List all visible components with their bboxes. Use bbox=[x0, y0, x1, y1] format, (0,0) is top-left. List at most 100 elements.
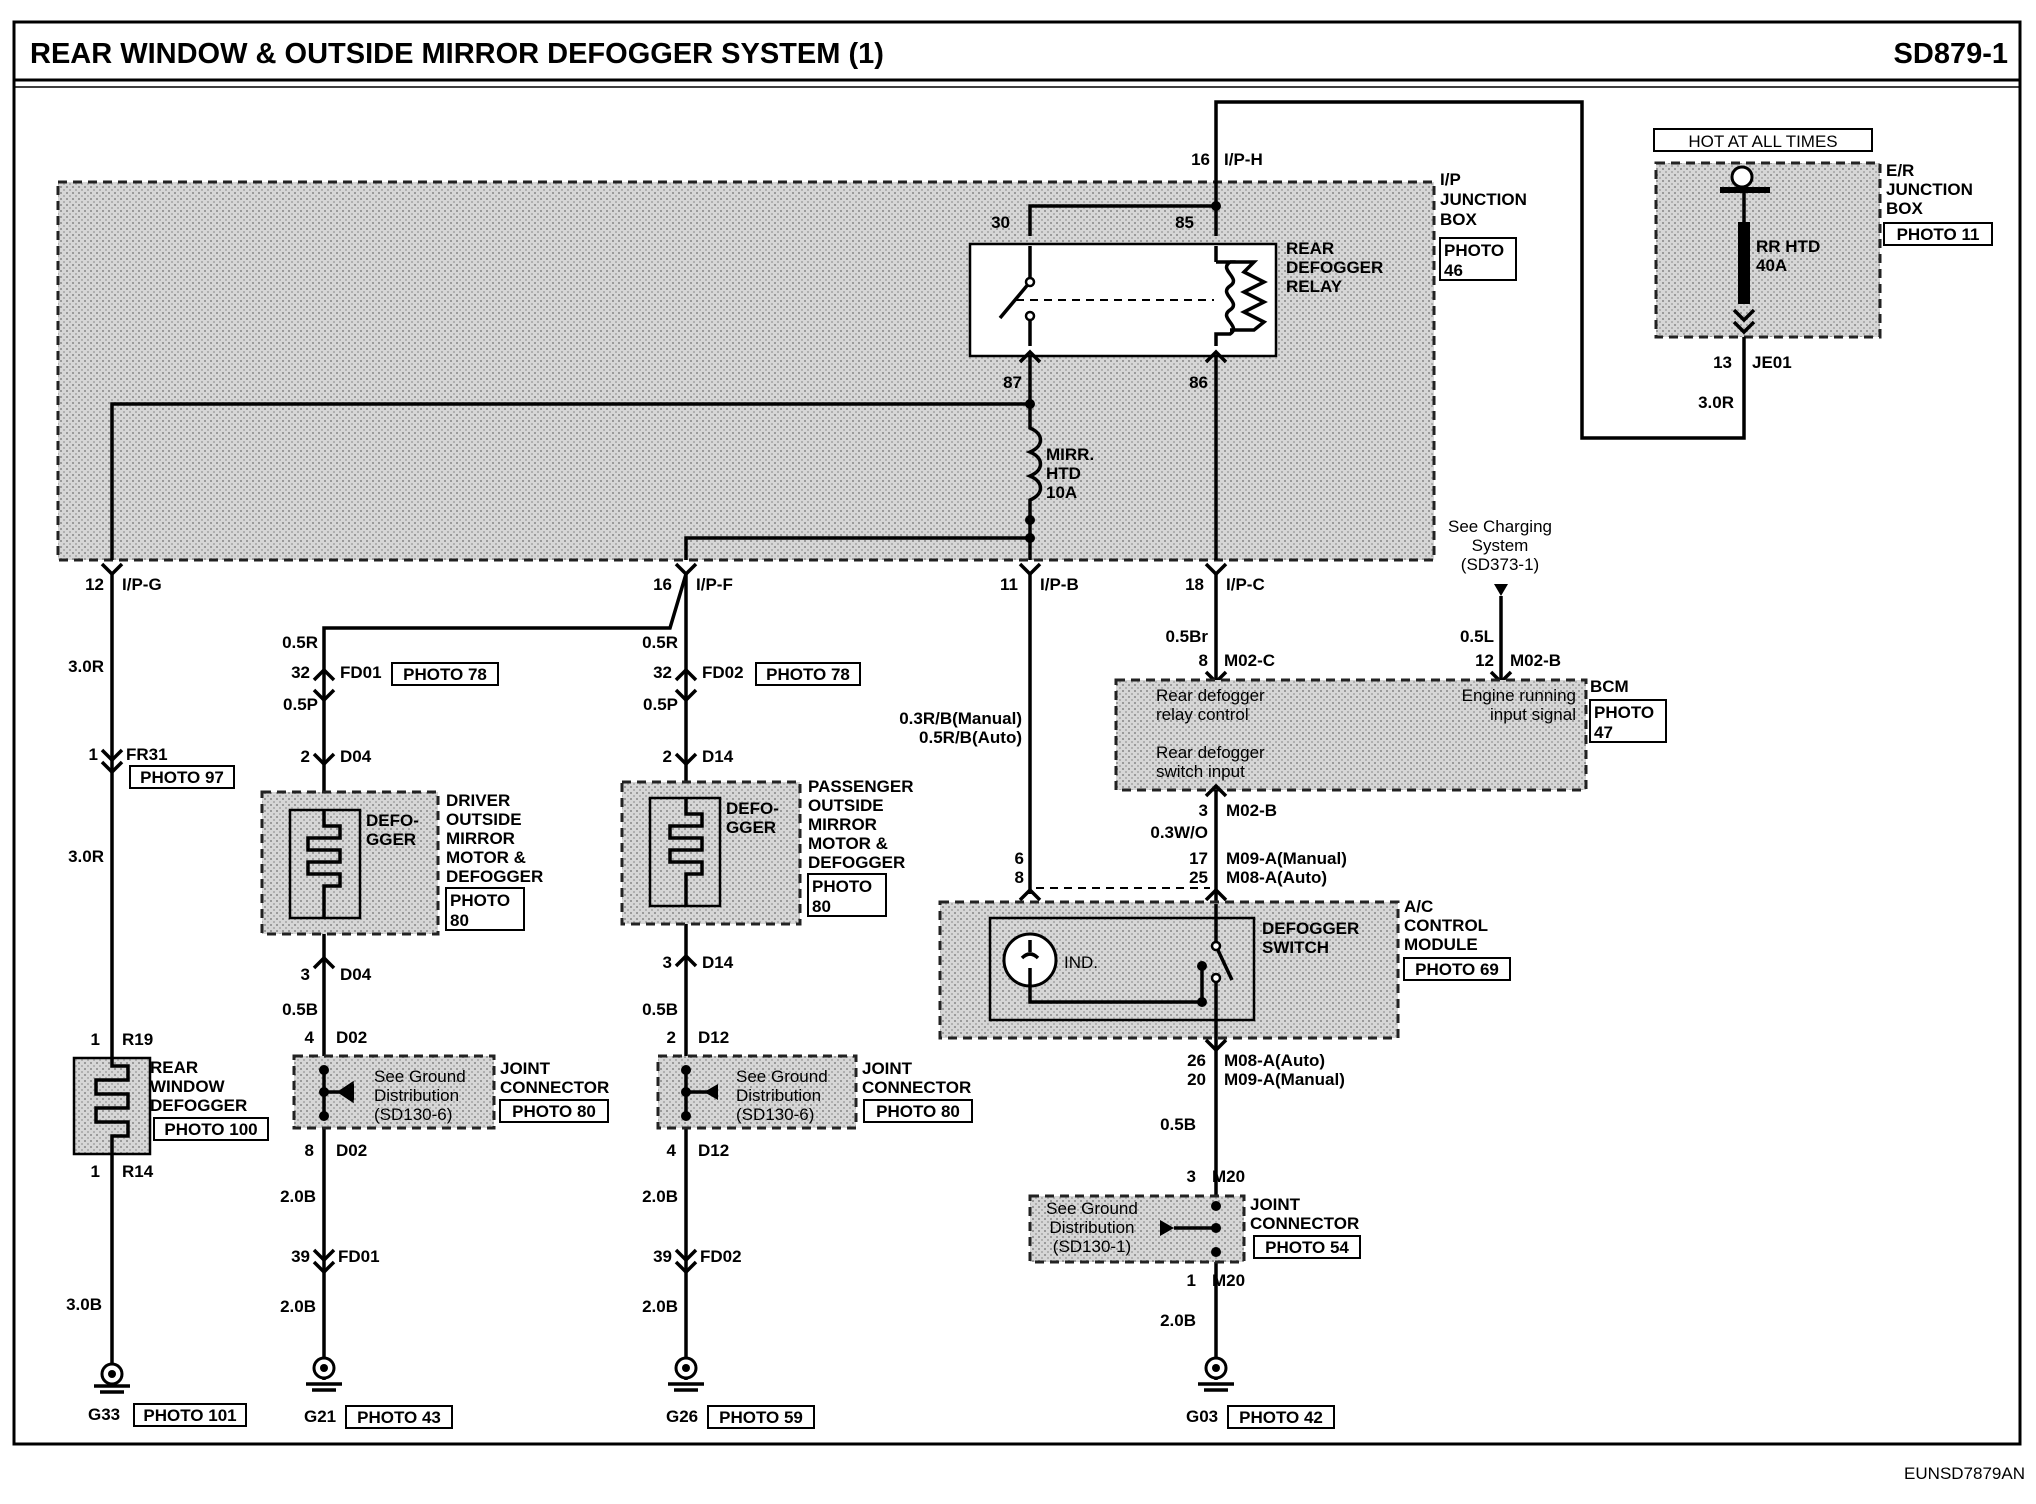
svg-text:39: 39 bbox=[291, 1247, 310, 1266]
svg-text:FR31: FR31 bbox=[126, 745, 168, 764]
svg-text:4: 4 bbox=[305, 1028, 315, 1047]
svg-text:See Charging: See Charging bbox=[1448, 517, 1552, 536]
rr-htd-fuse bbox=[1738, 222, 1750, 304]
svg-text:2: 2 bbox=[301, 747, 310, 766]
svg-text:0.3R/B(Manual): 0.3R/B(Manual) bbox=[899, 709, 1022, 728]
svg-text:MODULE: MODULE bbox=[1404, 935, 1478, 954]
svg-text:DEFOGGER: DEFOGGER bbox=[150, 1096, 247, 1115]
svg-text:3.0B: 3.0B bbox=[66, 1295, 102, 1314]
svg-text:(SD130-1): (SD130-1) bbox=[1053, 1237, 1131, 1256]
svg-text:PHOTO 97: PHOTO 97 bbox=[140, 768, 224, 787]
hot-at-all-times: HOT AT ALL TIMES bbox=[1688, 132, 1837, 151]
svg-text:D02: D02 bbox=[336, 1141, 367, 1160]
svg-text:0.5Br: 0.5Br bbox=[1165, 627, 1208, 646]
svg-text:I/P-B: I/P-B bbox=[1040, 575, 1079, 594]
svg-text:PHOTO: PHOTO bbox=[1594, 703, 1654, 722]
bcm-module bbox=[1114, 678, 1588, 792]
svg-text:I/P-H: I/P-H bbox=[1224, 150, 1263, 169]
svg-text:30: 30 bbox=[991, 213, 1010, 232]
svg-text:(SD373-1): (SD373-1) bbox=[1461, 555, 1539, 574]
ip-junction-box bbox=[56, 180, 1436, 562]
svg-text:I/P-F: I/P-F bbox=[696, 575, 733, 594]
svg-text:RELAY: RELAY bbox=[1286, 277, 1343, 296]
svg-text:2: 2 bbox=[667, 1028, 676, 1047]
diagram-frame bbox=[12, 20, 2022, 1446]
svg-text:8: 8 bbox=[1015, 868, 1024, 887]
svg-text:I/P: I/P bbox=[1440, 170, 1461, 189]
svg-text:CONNECTOR: CONNECTOR bbox=[862, 1078, 971, 1097]
svg-text:1: 1 bbox=[1187, 1271, 1196, 1290]
er-photo: PHOTO 11 bbox=[1897, 225, 1980, 244]
svg-text:2.0B: 2.0B bbox=[280, 1187, 316, 1206]
svg-text:I/P-G: I/P-G bbox=[122, 575, 162, 594]
svg-text:4: 4 bbox=[667, 1141, 677, 1160]
svg-text:8: 8 bbox=[305, 1141, 314, 1160]
svg-text:80: 80 bbox=[812, 897, 831, 916]
hot-at-all-times-box bbox=[1653, 128, 1873, 152]
svg-text:PASSENGER: PASSENGER bbox=[808, 777, 914, 796]
svg-text:MIRROR: MIRROR bbox=[446, 829, 515, 848]
ground-g03: G03 bbox=[1186, 1407, 1218, 1426]
svg-text:8: 8 bbox=[1199, 651, 1208, 670]
svg-text:12: 12 bbox=[1475, 651, 1494, 670]
svg-text:13: 13 bbox=[1713, 353, 1732, 372]
svg-text:OUTSIDE: OUTSIDE bbox=[446, 810, 522, 829]
svg-text:D02: D02 bbox=[336, 1028, 367, 1047]
svg-text:M02-B: M02-B bbox=[1510, 651, 1561, 670]
svg-text:System: System bbox=[1472, 536, 1529, 555]
svg-text:GGER: GGER bbox=[366, 830, 416, 849]
svg-text:M08-A(Auto): M08-A(Auto) bbox=[1224, 1051, 1325, 1070]
svg-text:JOINT: JOINT bbox=[1250, 1195, 1301, 1214]
svg-text:39: 39 bbox=[653, 1247, 672, 1266]
svg-text:16: 16 bbox=[1191, 150, 1210, 169]
svg-text:D12: D12 bbox=[698, 1141, 729, 1160]
svg-text:I/P-C: I/P-C bbox=[1226, 575, 1265, 594]
diagram-code: SD879-1 bbox=[1894, 38, 2008, 70]
svg-text:PHOTO 54: PHOTO 54 bbox=[1265, 1238, 1349, 1257]
svg-text:REAR: REAR bbox=[1286, 239, 1334, 258]
svg-text:M09-A(Manual): M09-A(Manual) bbox=[1226, 849, 1347, 868]
ground-g26: G26 bbox=[666, 1407, 698, 1426]
svg-text:FD01: FD01 bbox=[338, 1247, 380, 1266]
svg-text:M02-B: M02-B bbox=[1226, 801, 1277, 820]
svg-text:85: 85 bbox=[1175, 213, 1194, 232]
svg-text:DRIVER: DRIVER bbox=[446, 791, 510, 810]
svg-text:PHOTO 42: PHOTO 42 bbox=[1239, 1408, 1323, 1427]
svg-text:PHOTO 78: PHOTO 78 bbox=[403, 665, 487, 684]
svg-text:17: 17 bbox=[1189, 849, 1208, 868]
svg-text:80: 80 bbox=[450, 911, 469, 930]
svg-text:Distribution: Distribution bbox=[374, 1086, 459, 1105]
svg-text:11: 11 bbox=[1000, 575, 1018, 594]
svg-text:PHOTO: PHOTO bbox=[450, 891, 510, 910]
ground-g21: G21 bbox=[304, 1407, 336, 1426]
svg-text:RR HTD: RR HTD bbox=[1756, 237, 1820, 256]
svg-text:DEFOGGER: DEFOGGER bbox=[446, 867, 543, 886]
svg-text:relay control: relay control bbox=[1156, 705, 1249, 724]
svg-text:2: 2 bbox=[663, 747, 672, 766]
svg-text:(SD130-6): (SD130-6) bbox=[736, 1105, 814, 1124]
svg-text:IND.: IND. bbox=[1064, 953, 1098, 972]
mirr-htd-fuse: MIRR. bbox=[1046, 445, 1094, 464]
svg-text:DEFO-: DEFO- bbox=[366, 811, 419, 830]
svg-text:R14: R14 bbox=[122, 1162, 154, 1181]
footer-ref: EUNSD7879AN bbox=[1904, 1464, 2025, 1483]
svg-text:CONTROL: CONTROL bbox=[1404, 916, 1488, 935]
svg-text:2.0B: 2.0B bbox=[642, 1297, 678, 1316]
svg-text:M02-C: M02-C bbox=[1224, 651, 1275, 670]
svg-text:M20: M20 bbox=[1212, 1167, 1245, 1186]
svg-text:PHOTO 100: PHOTO 100 bbox=[164, 1120, 257, 1139]
svg-text:PHOTO 80: PHOTO 80 bbox=[512, 1102, 596, 1121]
svg-text:JUNCTION: JUNCTION bbox=[1886, 180, 1973, 199]
er-junction-box bbox=[1654, 161, 1882, 339]
svg-text:0.5P: 0.5P bbox=[283, 695, 318, 714]
svg-text:input signal: input signal bbox=[1490, 705, 1576, 724]
svg-text:PHOTO 69: PHOTO 69 bbox=[1415, 960, 1499, 979]
svg-text:FD01: FD01 bbox=[340, 663, 382, 682]
svg-text:DEFO-: DEFO- bbox=[726, 799, 779, 818]
svg-text:25: 25 bbox=[1189, 868, 1208, 887]
svg-text:D04: D04 bbox=[340, 965, 372, 984]
defogger-switch: DEFOGGER bbox=[1262, 919, 1359, 938]
svg-text:10A: 10A bbox=[1046, 483, 1077, 502]
svg-text:D14: D14 bbox=[702, 953, 734, 972]
